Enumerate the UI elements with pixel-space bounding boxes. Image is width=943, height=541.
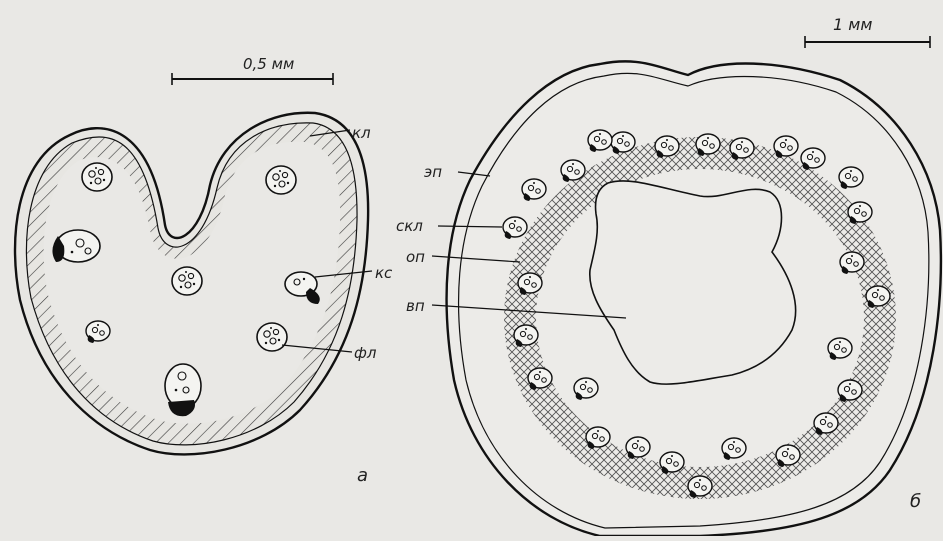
label-kl: кл bbox=[352, 124, 371, 142]
panel-b-section: эп скл оп вп 1 мм б bbox=[396, 15, 941, 536]
panel-a-bundle bbox=[266, 166, 296, 194]
label-ep: эп bbox=[424, 163, 442, 181]
label-skl: скл bbox=[396, 217, 423, 235]
label-fl: фл bbox=[354, 344, 377, 362]
label-ks: кс bbox=[375, 264, 393, 282]
panel-label-a: а bbox=[357, 465, 368, 486]
panel-a-bundle bbox=[82, 163, 112, 191]
label-op: оп bbox=[406, 248, 425, 266]
label-vp: вп bbox=[406, 297, 425, 315]
panel-a-section: кл кс фл 0,5 мм а bbox=[15, 55, 393, 486]
scale-label-b: 1 мм bbox=[833, 15, 872, 34]
panel-a-bundle bbox=[257, 323, 287, 351]
panel-a-bundle bbox=[172, 267, 202, 295]
scale-label-a: 0,5 мм bbox=[243, 55, 294, 73]
panel-label-b: б bbox=[910, 491, 921, 512]
